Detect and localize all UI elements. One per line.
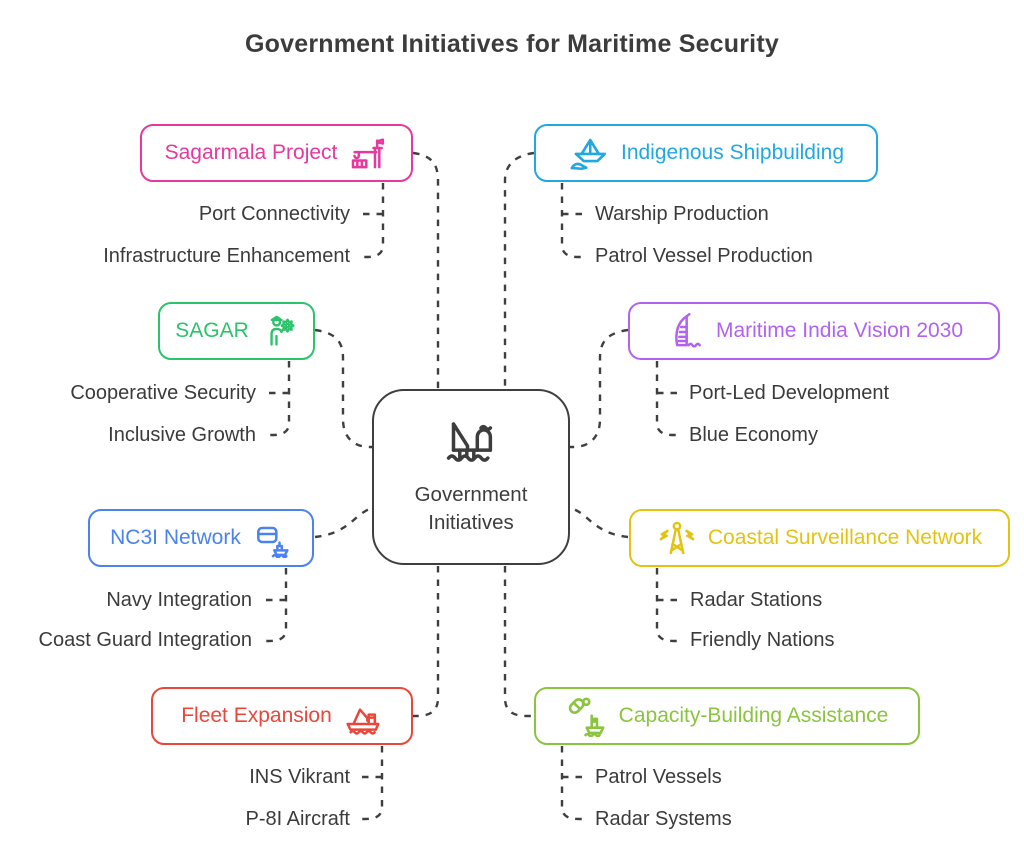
container-ship-icon bbox=[256, 526, 289, 558]
connector-indigenous-center bbox=[503, 151, 535, 389]
branch-label: Capacity-Building Assistance bbox=[618, 704, 889, 727]
connector-center-fleet bbox=[411, 566, 440, 718]
oil-rig-icon bbox=[446, 422, 493, 463]
connector-coastal-center bbox=[569, 506, 629, 539]
sail-building-icon bbox=[675, 312, 701, 348]
branch-capacity-building-assistance[interactable]: Capacity-Building Assistance bbox=[534, 687, 920, 745]
child-coast-guard-integration[interactable]: Coast Guard Integration bbox=[38, 629, 252, 651]
branch-label: Indigenous Shipbuilding bbox=[620, 141, 844, 164]
child-friendly-nations[interactable]: Friendly Nations bbox=[690, 629, 835, 651]
branch-sagar[interactable]: SAGAR bbox=[158, 302, 315, 360]
connector-maritime-children bbox=[655, 361, 681, 437]
crane-ship-icon bbox=[346, 708, 380, 735]
child-infrastructure-enhancement[interactable]: Infrastructure Enhancement bbox=[103, 245, 350, 267]
child-inclusive-growth[interactable]: Inclusive Growth bbox=[108, 424, 256, 446]
central-node-label: Government Initiatives bbox=[414, 483, 528, 534]
signal-tower-icon bbox=[659, 521, 695, 555]
child-patrol-vessels[interactable]: Patrol Vessels bbox=[595, 766, 722, 788]
child-navy-integration[interactable]: Navy Integration bbox=[106, 589, 252, 611]
branch-label: Fleet Expansion bbox=[181, 704, 332, 727]
connector-fleet-children bbox=[357, 746, 384, 821]
page-title: Government Initiatives for Maritime Secu… bbox=[245, 30, 779, 58]
branch-coastal-surveillance-network[interactable]: Coastal Surveillance Network bbox=[629, 509, 1010, 567]
connector-sagarmala-children bbox=[358, 183, 385, 259]
child-patrol-vessel-production[interactable]: Patrol Vessel Production bbox=[595, 245, 813, 267]
connector-sagar-center bbox=[314, 328, 372, 449]
child-p8i-aircraft[interactable]: P-8I Aircraft bbox=[245, 808, 350, 830]
branch-label: Maritime India Vision 2030 bbox=[715, 319, 964, 342]
central-node-government-initiatives[interactable]: Government Initiatives bbox=[372, 389, 570, 565]
medical-supply-ship-icon bbox=[568, 697, 605, 737]
connector-sagar-children bbox=[265, 361, 291, 437]
branch-indigenous-shipbuilding[interactable]: Indigenous Shipbuilding bbox=[534, 124, 878, 182]
connector-sagarmala-center bbox=[412, 151, 440, 389]
branch-sagarmala-project[interactable]: Sagarmala Project bbox=[140, 124, 413, 182]
connector-nc3i-center bbox=[314, 506, 373, 539]
connector-maritime-center bbox=[570, 328, 629, 449]
child-radar-systems[interactable]: Radar Systems bbox=[595, 808, 732, 830]
connector-nc3i-children bbox=[261, 568, 288, 643]
branch-nc3i-network[interactable]: NC3I Network bbox=[88, 509, 314, 567]
child-blue-economy[interactable]: Blue Economy bbox=[689, 424, 818, 446]
connector-indigenous-children bbox=[560, 183, 586, 259]
officer-badge-icon bbox=[270, 315, 295, 346]
child-port-connectivity[interactable]: Port Connectivity bbox=[198, 203, 350, 225]
branch-fleet-expansion[interactable]: Fleet Expansion bbox=[151, 687, 413, 745]
branch-label: Coastal Surveillance Network bbox=[707, 526, 983, 549]
child-port-led-development[interactable]: Port-Led Development bbox=[689, 382, 890, 404]
child-ins-vikrant[interactable]: INS Vikrant bbox=[249, 766, 350, 788]
branch-label: Sagarmala Project bbox=[164, 141, 338, 164]
construction-crane-icon bbox=[352, 138, 385, 169]
child-radar-stations[interactable]: Radar Stations bbox=[690, 589, 823, 611]
connector-coastal-children bbox=[655, 568, 681, 643]
branch-maritime-india-vision-2030[interactable]: Maritime India Vision 2030 bbox=[628, 302, 1000, 360]
paper-boat-icon bbox=[570, 138, 607, 171]
connector-capacity-children bbox=[560, 746, 586, 821]
child-warship-production[interactable]: Warship Production bbox=[595, 203, 769, 225]
branch-label: SAGAR bbox=[175, 319, 249, 342]
branch-label: NC3I Network bbox=[110, 526, 241, 549]
connector-center-capacity bbox=[503, 566, 534, 718]
child-cooperative-security[interactable]: Cooperative Security bbox=[70, 382, 256, 404]
